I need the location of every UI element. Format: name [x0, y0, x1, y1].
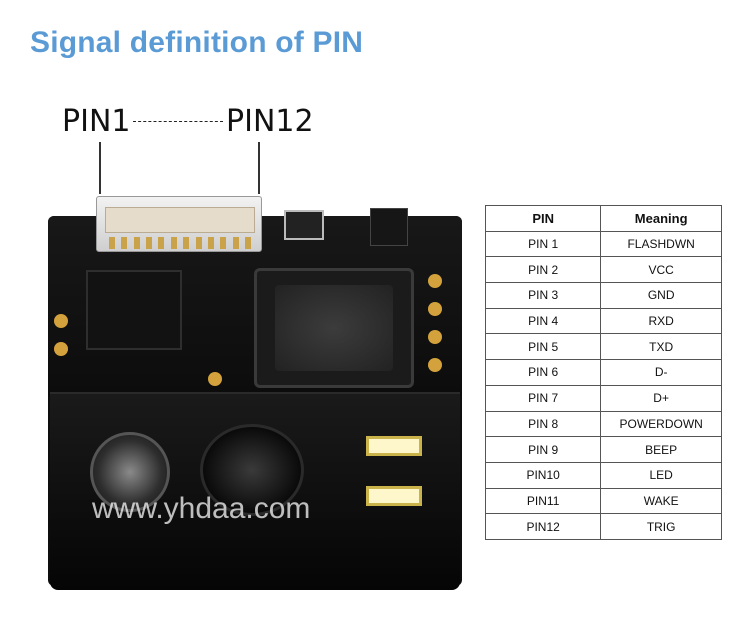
pin-cell: PIN 9 — [484, 436, 602, 463]
meaning-cell: TXD — [600, 333, 722, 361]
fpc-connector — [96, 196, 262, 252]
meaning-cell: GND — [600, 282, 722, 309]
pin12-leader-line — [258, 142, 260, 194]
pin-cell: PIN11 — [484, 487, 602, 515]
meaning-cell: POWERDOWN — [600, 410, 722, 438]
page-title: Signal definition of PIN — [30, 26, 364, 59]
solder-pad — [208, 372, 222, 386]
sensor-window — [275, 285, 393, 371]
solder-pad — [428, 274, 442, 288]
pin-cell: PIN 3 — [484, 282, 602, 309]
smd-component — [284, 210, 324, 240]
meaning-cell: RXD — [600, 307, 722, 335]
sot-chip — [370, 208, 408, 246]
meaning-cell: WAKE — [600, 487, 722, 515]
pin-range-dashes — [133, 121, 223, 122]
camera-lens — [200, 424, 304, 516]
aimer-lens — [90, 432, 170, 512]
header-pin: PIN — [484, 205, 602, 232]
connector-pins — [109, 237, 251, 249]
pin12-label: PIN12 — [226, 104, 314, 139]
table-header-row: PIN Meaning — [484, 205, 722, 232]
pin-cell: PIN 6 — [484, 359, 602, 386]
image-sensor — [254, 268, 414, 388]
pin-cell: PIN 5 — [484, 333, 602, 361]
pin-cell: PIN 2 — [484, 256, 602, 284]
solder-pad — [428, 330, 442, 344]
watermark-text: www.yhdaa.com — [92, 492, 311, 525]
meaning-cell: BEEP — [600, 436, 722, 463]
pin-cell: PIN12 — [484, 513, 602, 540]
solder-pad — [54, 314, 68, 328]
solder-pad — [428, 358, 442, 372]
header-meaning: Meaning — [600, 205, 722, 232]
meaning-cell: VCC — [600, 256, 722, 284]
meaning-cell: D+ — [600, 384, 722, 412]
meaning-cell: FLASHDWN — [600, 230, 722, 258]
meaning-cell: D- — [600, 359, 722, 386]
pin-cell: PIN10 — [484, 461, 602, 489]
pin-cell: PIN 7 — [484, 384, 602, 412]
pin1-label: PIN1 — [62, 104, 131, 139]
meaning-cell: TRIG — [600, 513, 722, 540]
regulator-chip — [86, 270, 182, 350]
pin-cell: PIN 4 — [484, 307, 602, 335]
connector-slot — [105, 207, 255, 233]
solder-pad — [54, 342, 68, 356]
solder-pad — [428, 302, 442, 316]
illumination-led — [366, 486, 422, 506]
pin-cell: PIN 8 — [484, 410, 602, 438]
pin1-leader-line — [99, 142, 101, 194]
meaning-cell: LED — [600, 461, 722, 489]
pin-cell: PIN 1 — [484, 230, 602, 258]
illumination-led — [366, 436, 422, 456]
scanner-module-image — [40, 196, 468, 596]
